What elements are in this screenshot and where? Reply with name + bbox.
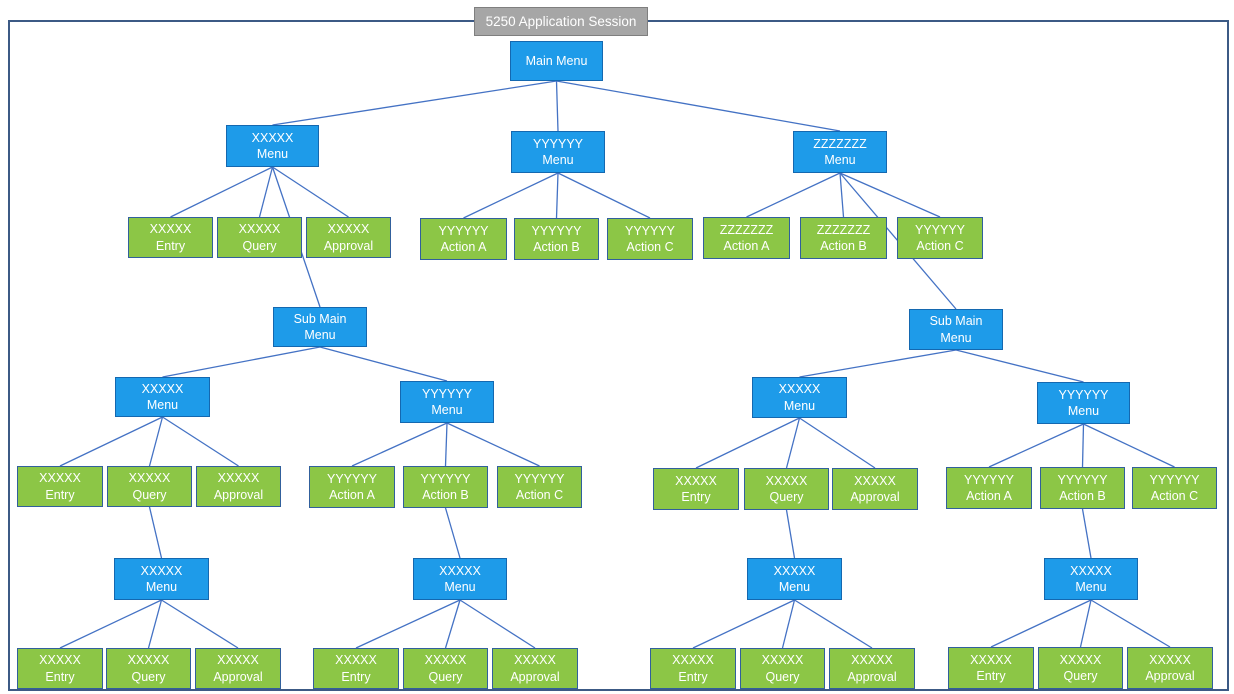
connector-line <box>785 417 801 469</box>
connector-line <box>459 599 536 649</box>
node-xxxxx-entry: XXXXX Entry <box>650 648 736 689</box>
node-zzzzzzz-menu: ZZZZZZZ Menu <box>793 131 887 173</box>
node-xxxxx-menu: XXXXX Menu <box>1044 558 1138 600</box>
connector-line <box>147 599 163 649</box>
node-xxxxx-menu: XXXXX Menu <box>413 558 507 600</box>
connector-line <box>148 416 164 467</box>
node-yyyyyy-action-b: YYYYYY Action B <box>1040 467 1125 509</box>
node-xxxxx-entry: XXXXX Entry <box>313 648 399 689</box>
node-xxxxx-query: XXXXX Query <box>107 466 192 507</box>
connector-line <box>162 346 321 378</box>
connector-line <box>781 599 796 649</box>
node-xxxxx-entry: XXXXX Entry <box>948 647 1034 689</box>
connector-line <box>785 509 796 559</box>
connector-line <box>148 506 163 559</box>
node-yyyyyy-action-a: YYYYYY Action A <box>420 218 507 260</box>
connector-line <box>161 599 239 649</box>
node-xxxxx-query: XXXXX Query <box>1038 647 1123 689</box>
node-xxxxx-query: XXXXX Query <box>403 648 488 689</box>
connector-line <box>162 416 239 467</box>
connector-line <box>1079 599 1092 648</box>
node-xxxxx-query: XXXXX Query <box>217 217 302 258</box>
connector-line <box>319 346 448 382</box>
connector-line <box>59 599 162 649</box>
connector-line <box>839 172 845 218</box>
connector-line <box>1083 423 1175 468</box>
connector-line <box>1090 599 1171 648</box>
connector-line <box>258 166 274 218</box>
connector-line <box>695 417 800 469</box>
connector-line <box>351 422 448 467</box>
node-xxxxx-approval: XXXXX Approval <box>829 648 915 689</box>
node-xxxxx-entry: XXXXX Entry <box>17 648 103 689</box>
node-xxxxx-entry: XXXXX Entry <box>128 217 213 258</box>
connector-line <box>555 172 559 219</box>
node-yyyyyy-action-c: YYYYYY Action C <box>607 218 693 260</box>
connector-line <box>444 422 448 467</box>
diagram-title: 5250 Application Session <box>474 7 648 36</box>
node-yyyyyy-action-a: YYYYYY Action A <box>309 466 395 508</box>
node-xxxxx-menu: XXXXX Menu <box>747 558 842 600</box>
connector-line <box>1081 508 1092 559</box>
node-xxxxx-entry: XXXXX Entry <box>17 466 103 507</box>
connector-line <box>272 80 557 126</box>
connector-line <box>839 172 941 218</box>
node-xxxxx-menu: XXXXX Menu <box>115 377 210 417</box>
connector-line <box>955 349 1084 383</box>
node-sub-main-menu-right: Sub Main Menu <box>909 309 1003 350</box>
node-xxxxx-query: XXXXX Query <box>740 648 825 689</box>
connector-line <box>557 172 651 219</box>
node-xxxxx-approval: XXXXX Approval <box>1127 647 1213 689</box>
node-xxxxx-query: XXXXX Query <box>106 648 191 689</box>
node-xxxxx-approval: XXXXX Approval <box>492 648 578 689</box>
node-main-menu: Main Menu <box>510 41 603 81</box>
node-yyyyyy-menu: YYYYYY Menu <box>511 131 605 173</box>
connector-line <box>272 166 349 218</box>
connector-line <box>556 80 841 132</box>
node-xxxxx-query: XXXXX Query <box>744 468 829 510</box>
node-yyyyyy-action-c: YYYYYY Action C <box>1132 467 1217 509</box>
connector-line <box>444 599 461 649</box>
connector-line <box>799 417 876 469</box>
node-yyyyyy-action-c: YYYYYY Action C <box>497 466 582 508</box>
node-zzzzzzz-action-a: ZZZZZZZ Action A <box>703 217 790 259</box>
connector-line <box>1081 423 1085 468</box>
node-xxxxx-menu: XXXXX Menu <box>114 558 209 600</box>
connector-line <box>59 416 163 467</box>
connector-line <box>799 349 957 378</box>
connector-line <box>555 80 559 132</box>
node-xxxxx-approval: XXXXX Approval <box>832 468 918 510</box>
node-yyyyyy-action-b: YYYYYY Action B <box>403 466 488 508</box>
connector-line <box>692 599 795 649</box>
connector-line <box>444 507 461 559</box>
connector-line <box>446 422 540 467</box>
node-yyyyyy-action-c: YYYYYY Action C <box>897 217 983 259</box>
node-zzzzzzz-action-b: ZZZZZZZ Action B <box>800 217 887 259</box>
node-xxxxx-entry: XXXXX Entry <box>653 468 739 510</box>
connector-line <box>988 423 1084 468</box>
node-xxxxx-menu: XXXXX Menu <box>752 377 847 418</box>
node-xxxxx-approval: XXXXX Approval <box>196 466 281 507</box>
connector-line <box>463 172 559 219</box>
node-sub-main-menu-left: Sub Main Menu <box>273 307 367 347</box>
connector-line <box>746 172 841 218</box>
connector-line <box>355 599 461 649</box>
node-yyyyyy-menu: YYYYYY Menu <box>400 381 494 423</box>
node-xxxxx-approval: XXXXX Approval <box>306 217 391 258</box>
node-yyyyyy-menu: YYYYYY Menu <box>1037 382 1130 424</box>
node-xxxxx-menu: XXXXX Menu <box>226 125 319 167</box>
connector-line <box>990 599 1092 648</box>
connector-line <box>794 599 873 649</box>
connector-line <box>170 166 273 218</box>
node-xxxxx-approval: XXXXX Approval <box>195 648 281 689</box>
node-yyyyyy-action-a: YYYYYY Action A <box>946 467 1032 509</box>
node-yyyyyy-action-b: YYYYYY Action B <box>514 218 599 260</box>
